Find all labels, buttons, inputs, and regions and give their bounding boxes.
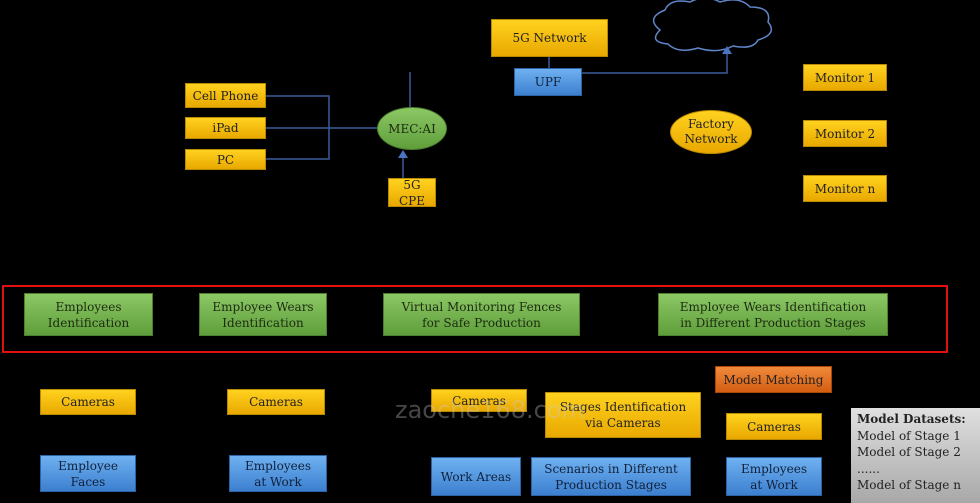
stages-identification-box: Stages Identification via Cameras [545,392,701,438]
watermark: zaoche168.com [395,396,585,424]
datasets-title: Model Datasets: [857,412,966,426]
scenario-wears-identification: Employee Wears Identification [199,293,327,336]
employee-faces-box: Employee Faces [40,455,136,492]
cameras-box: Cameras [431,389,527,412]
cell-phone-box: Cell Phone [185,83,266,108]
upf-box: UPF [514,68,582,96]
5g-network-box: 5G Network [491,19,608,57]
5g-cpe-box: 5G CPE [388,178,436,208]
cameras-box: Cameras [40,389,136,415]
scenario-stage-wears-identification: Employee Wears Identification in Differe… [658,293,888,336]
model-matching-box: Model Matching [715,366,832,393]
model-datasets-panel: Model Datasets: Model of Stage 1 Model o… [851,408,980,503]
dataset-item: ...... [857,461,880,476]
pc-box: PC [185,149,266,170]
scenarios-frame [2,285,948,353]
scenario-virtual-fences: Virtual Monitoring Fences for Safe Produ… [383,293,580,336]
monitor-2-box: Monitor 2 [803,120,887,147]
cloud-icon [652,0,773,52]
cameras-box: Cameras [726,413,822,440]
monitor-n-box: Monitor n [803,175,887,202]
dataset-item: Model of Stage 2 [857,445,961,459]
mec-ai-node: MEC:AI [377,107,447,150]
ipad-box: iPad [185,117,266,139]
monitor-1-box: Monitor 1 [803,64,887,91]
production-stages-box: Scenarios in Different Production Stages [531,457,691,496]
work-areas-box: Work Areas [431,457,521,496]
cameras-box: Cameras [227,389,325,415]
dataset-item: Model of Stage n [857,478,961,492]
scenario-employees-identification: Employees Identification [24,293,153,336]
factory-network-node: Factory Network [670,110,752,154]
employees-at-work-box: Employees at Work [726,457,822,496]
dataset-item: Model of Stage 1 [857,428,961,443]
employees-at-work-box: Employees at Work [229,455,327,492]
